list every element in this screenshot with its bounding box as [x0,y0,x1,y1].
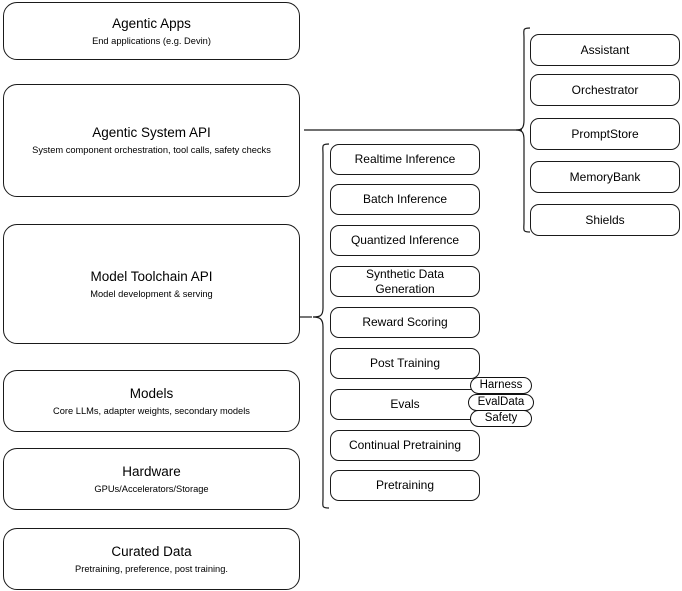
layer-agentic-system-api[interactable]: Agentic System API System component orch… [3,84,300,197]
layer-title: Agentic System API [92,125,211,141]
item-label: Evals [390,397,420,412]
layer-title: Hardware [122,463,181,479]
item-label: Reward Scoring [362,315,448,330]
layer-models[interactable]: Models Core LLMs, adapter weights, secon… [3,370,300,432]
layer-subtitle: End applications (e.g. Devin) [92,35,211,46]
agentic-system-item-promptstore[interactable]: PromptStore [530,118,680,150]
item-label: Pretraining [375,478,435,493]
pill-label: Safety [484,411,518,424]
brace-toolchain-items [312,143,330,509]
item-label: Realtime Inference [354,152,456,167]
layer-title: Models [129,385,174,401]
toolchain-item-continual-pretraining[interactable]: Continual Pretraining [330,430,480,461]
layer-subtitle: System component orchestration, tool cal… [32,145,271,156]
pill-label: Harness [479,378,523,391]
layer-curated-data[interactable]: Curated Data Pretraining, preference, po… [3,528,300,590]
eval-tag-safety[interactable]: Safety [470,410,532,427]
item-label: Shields [585,212,625,227]
toolchain-item-batch-inference[interactable]: Batch Inference [330,184,480,215]
pill-label: EvalData [477,395,525,408]
agentic-system-item-memorybank[interactable]: MemoryBank [530,161,680,193]
eval-tag-harness[interactable]: Harness [470,377,532,394]
agentic-system-item-assistant[interactable]: Assistant [530,34,680,66]
item-label: Assistant [580,42,630,57]
item-label: Synthetic Data Generation [365,267,445,296]
item-label: MemoryBank [569,169,641,184]
layer-title: Model Toolchain API [90,268,213,284]
toolchain-item-synthetic-data-generation[interactable]: Synthetic Data Generation [330,266,480,297]
item-label: Batch Inference [362,192,448,207]
toolchain-item-post-training[interactable]: Post Training [330,348,480,379]
layer-model-toolchain-api[interactable]: Model Toolchain API Model development & … [3,224,300,344]
eval-tag-evaldata[interactable]: EvalData [468,394,534,411]
toolchain-item-quantized-inference[interactable]: Quantized Inference [330,225,480,256]
toolchain-item-reward-scoring[interactable]: Reward Scoring [330,307,480,338]
toolchain-item-realtime-inference[interactable]: Realtime Inference [330,144,480,175]
layer-agentic-apps[interactable]: Agentic Apps End applications (e.g. Devi… [3,2,300,60]
layer-subtitle: GPUs/Accelerators/Storage [94,483,209,494]
item-label: Post Training [369,356,441,371]
agentic-system-item-orchestrator[interactable]: Orchestrator [530,74,680,106]
agentic-system-item-shields[interactable]: Shields [530,204,680,236]
item-label: Orchestrator [571,82,639,97]
layer-title: Curated Data [111,543,192,559]
layer-hardware[interactable]: Hardware GPUs/Accelerators/Storage [3,448,300,510]
layer-title: Agentic Apps [112,15,191,31]
toolchain-item-evals[interactable]: Evals [330,389,480,420]
item-label: Quantized Inference [350,233,460,248]
toolchain-item-pretraining[interactable]: Pretraining [330,470,480,501]
brace-agentic-system-components [515,27,531,233]
item-label: PromptStore [571,126,639,141]
layer-subtitle: Model development & serving [90,288,213,299]
layer-subtitle: Core LLMs, adapter weights, secondary mo… [53,405,250,416]
item-label: Continual Pretraining [348,438,462,453]
layer-subtitle: Pretraining, preference, post training. [75,563,228,574]
